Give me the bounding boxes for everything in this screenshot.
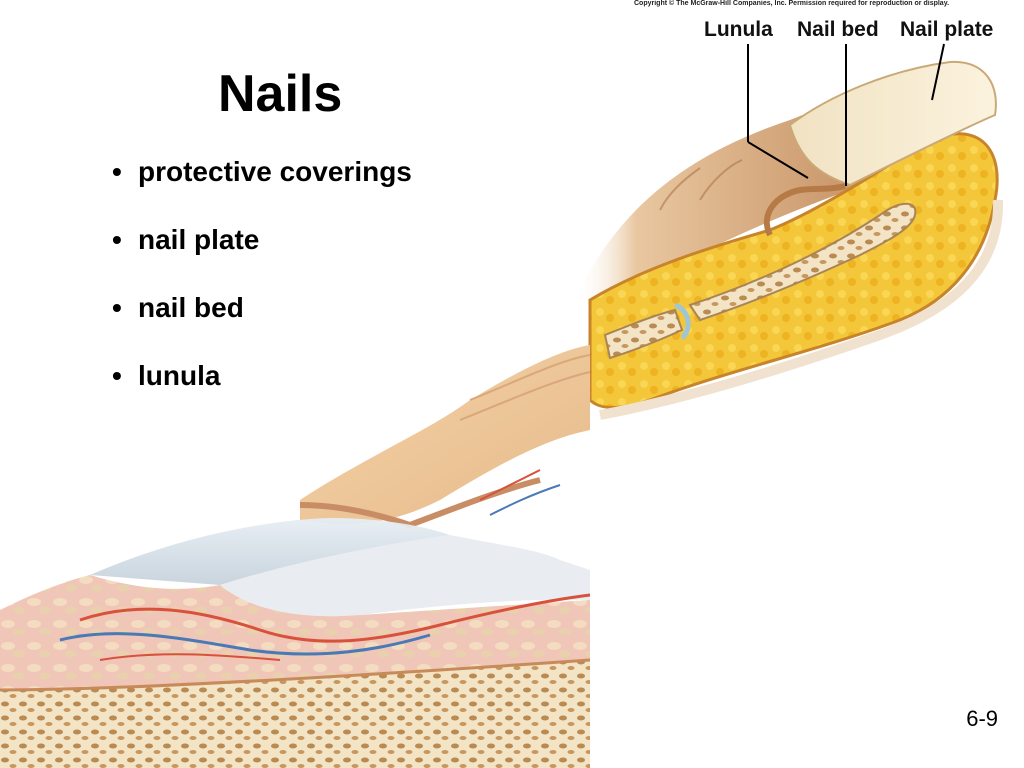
bullet-item: • nail plate bbox=[112, 220, 412, 288]
bullet-dot: • bbox=[112, 360, 122, 391]
bullet-item: • protective coverings bbox=[112, 152, 412, 220]
bullet-dot: • bbox=[112, 292, 122, 323]
label-lunula: Lunula bbox=[704, 18, 773, 41]
bullet-item: • nail bed bbox=[112, 288, 412, 356]
bullet-text: lunula bbox=[138, 360, 221, 391]
bullet-text: protective coverings bbox=[138, 156, 412, 187]
bullet-item: • lunula bbox=[112, 356, 412, 424]
page-number: 6-9 bbox=[966, 706, 998, 731]
label-nail-plate: Nail plate bbox=[900, 18, 994, 41]
bullet-text: nail bed bbox=[138, 292, 244, 323]
label-nail-bed: Nail bed bbox=[797, 18, 879, 41]
bullet-text: nail plate bbox=[138, 224, 260, 255]
fingertip-section-drawing bbox=[575, 43, 1004, 420]
nail-block-drawing bbox=[0, 345, 591, 768]
bullet-dot: • bbox=[112, 156, 122, 187]
slide-title: Nails bbox=[218, 65, 343, 123]
bullet-list: • protective coverings • nail plate • nail … bbox=[112, 152, 412, 424]
copyright-notice: Copyright © The McGraw-Hill Companies, I… bbox=[634, 0, 950, 7]
bullet-dot: • bbox=[112, 224, 122, 255]
